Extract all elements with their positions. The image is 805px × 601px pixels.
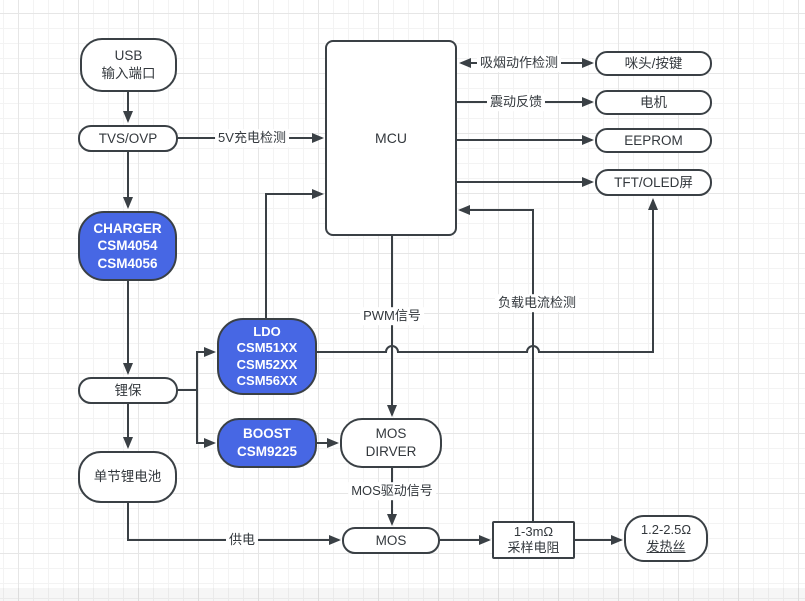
edge-ldo-mcu	[265, 189, 324, 318]
edge-label-smoke-action-detect: 吸烟动作检测	[476, 54, 562, 72]
node-mcu[interactable]: MCU	[325, 40, 457, 236]
edge-label-vibration-feedback: 震动反馈	[486, 93, 546, 111]
edge-liprotect-boost	[196, 390, 216, 448]
edge-label-pwm-signal: PWM信号	[360, 307, 424, 325]
edge-label-power-supply: 供电	[225, 531, 259, 549]
node-mic-button[interactable]: 咪头/按键	[595, 51, 712, 76]
node-tvs-ovp[interactable]: TVS/OVP	[78, 125, 178, 152]
edge-label-5v-charge-detect: 5V充电检测	[215, 129, 289, 147]
page-edge-bottom	[0, 588, 805, 601]
edge-label-mos-drive-signal: MOS驱动信号	[348, 482, 436, 500]
node-usb-input-port[interactable]: USB 输入端口	[80, 38, 177, 92]
node-mos-driver[interactable]: MOS DIRVER	[340, 418, 442, 468]
edge-label-load-current-detect: 负载电流检测	[494, 294, 580, 312]
edge-liprotect-ldo	[196, 347, 216, 390]
node-motor[interactable]: 电机	[595, 90, 712, 115]
node-mos[interactable]: MOS	[342, 527, 440, 554]
node-sense-resistor[interactable]: 1-3mΩ 采样电阻	[492, 521, 575, 559]
node-li-protect[interactable]: 锂保	[78, 377, 178, 404]
heating-wire-value: 1.2-2.5Ω	[640, 521, 692, 537]
heating-wire-name: 发热丝	[646, 538, 686, 554]
node-single-li-battery[interactable]: 单节锂电池	[78, 451, 177, 503]
node-boost[interactable]: BOOST CSM9225	[217, 418, 317, 468]
node-charger[interactable]: CHARGER CSM4054 CSM4056	[78, 211, 177, 281]
node-tft-oled-display[interactable]: TFT/OLED屏	[595, 169, 712, 196]
node-heating-wire[interactable]: 1.2-2.5Ω 发热丝	[624, 515, 708, 562]
edge-resistor-mcu-loadcurrent	[458, 205, 534, 521]
edge-battery-mos-power	[127, 503, 341, 545]
edge-ldo-display	[317, 198, 658, 353]
node-eeprom[interactable]: EEPROM	[595, 128, 712, 153]
node-ldo[interactable]: LDO CSM51XX CSM52XX CSM56XX	[217, 318, 317, 395]
